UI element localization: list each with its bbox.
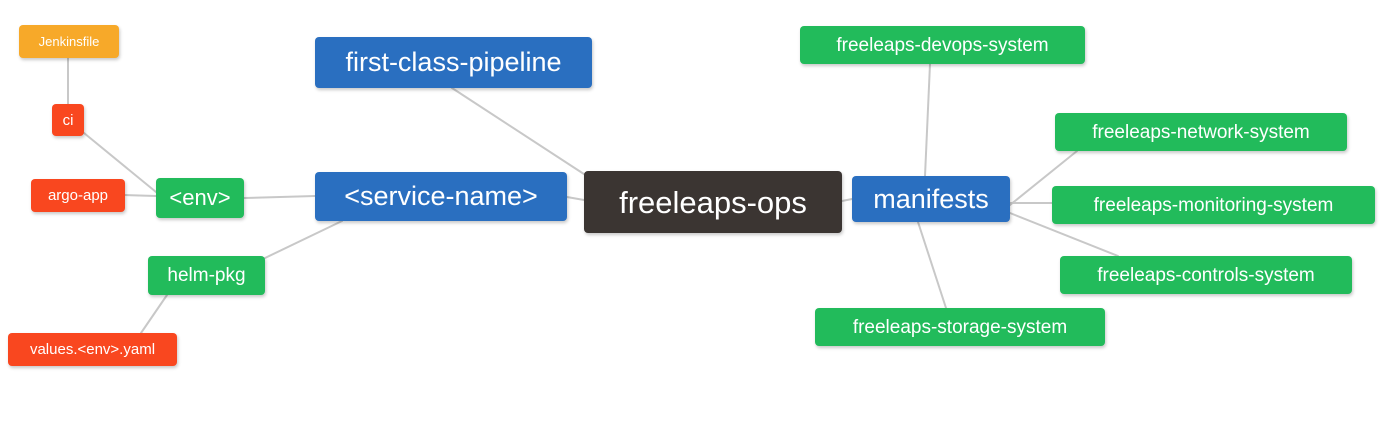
- node-label-freeleaps-storage-system: freeleaps-storage-system: [852, 316, 1068, 338]
- node-label-values-env-yaml: values.<env>.yaml: [29, 341, 156, 358]
- node-env[interactable]: <env>: [156, 178, 244, 218]
- node-label-freeleaps-devops-system: freeleaps-devops-system: [836, 34, 1049, 56]
- edge-manifests-to-freeleaps-storage-system: [917, 221, 947, 309]
- node-manifests[interactable]: manifests: [852, 176, 1010, 222]
- node-label-manifests: manifests: [873, 183, 989, 214]
- edge-freeleaps-ops-to-first-class-pipeline: [451, 87, 591, 179]
- node-label-env: <env>: [169, 185, 231, 210]
- node-label-ci: ci: [62, 111, 74, 129]
- node-freeleaps-storage-system[interactable]: freeleaps-storage-system: [815, 308, 1105, 346]
- node-freeleaps-ops[interactable]: freeleaps-ops: [584, 171, 842, 233]
- edge-manifests-to-freeleaps-devops-system: [924, 63, 931, 177]
- node-service-name[interactable]: <service-name>: [315, 172, 567, 221]
- node-label-freeleaps-monitoring-system: freeleaps-monitoring-system: [1093, 194, 1334, 216]
- edge-service-name-to-helm-pkg: [264, 220, 343, 259]
- node-label-first-class-pipeline: first-class-pipeline: [345, 47, 562, 77]
- node-label-argo-app: argo-app: [47, 187, 109, 204]
- edge-env-to-argo-app: [124, 194, 157, 197]
- node-freeleaps-devops-system[interactable]: freeleaps-devops-system: [800, 26, 1085, 64]
- node-first-class-pipeline[interactable]: first-class-pipeline: [315, 37, 592, 88]
- node-ci[interactable]: ci: [52, 104, 84, 136]
- node-argo-app[interactable]: argo-app: [31, 179, 125, 212]
- node-jenkinsfile[interactable]: Jenkinsfile: [19, 25, 119, 58]
- node-label-jenkinsfile: Jenkinsfile: [38, 34, 100, 49]
- edge-service-name-to-env: [243, 195, 316, 199]
- node-values-env-yaml[interactable]: values.<env>.yaml: [8, 333, 177, 366]
- edge-freeleaps-ops-to-service-name: [566, 196, 585, 201]
- node-label-helm-pkg: helm-pkg: [167, 265, 246, 286]
- node-label-freeleaps-network-system: freeleaps-network-system: [1092, 121, 1310, 143]
- node-helm-pkg[interactable]: helm-pkg: [148, 256, 265, 295]
- node-freeleaps-monitoring-system[interactable]: freeleaps-monitoring-system: [1052, 186, 1375, 224]
- edge-helm-pkg-to-values-env-yaml: [140, 294, 168, 334]
- node-label-freeleaps-ops: freeleaps-ops: [619, 184, 807, 220]
- node-freeleaps-controls-system[interactable]: freeleaps-controls-system: [1060, 256, 1352, 294]
- node-label-freeleaps-controls-system: freeleaps-controls-system: [1097, 264, 1315, 286]
- node-freeleaps-network-system[interactable]: freeleaps-network-system: [1055, 113, 1347, 151]
- node-label-service-name: <service-name>: [344, 181, 538, 211]
- edge-freeleaps-ops-to-manifests: [841, 198, 853, 202]
